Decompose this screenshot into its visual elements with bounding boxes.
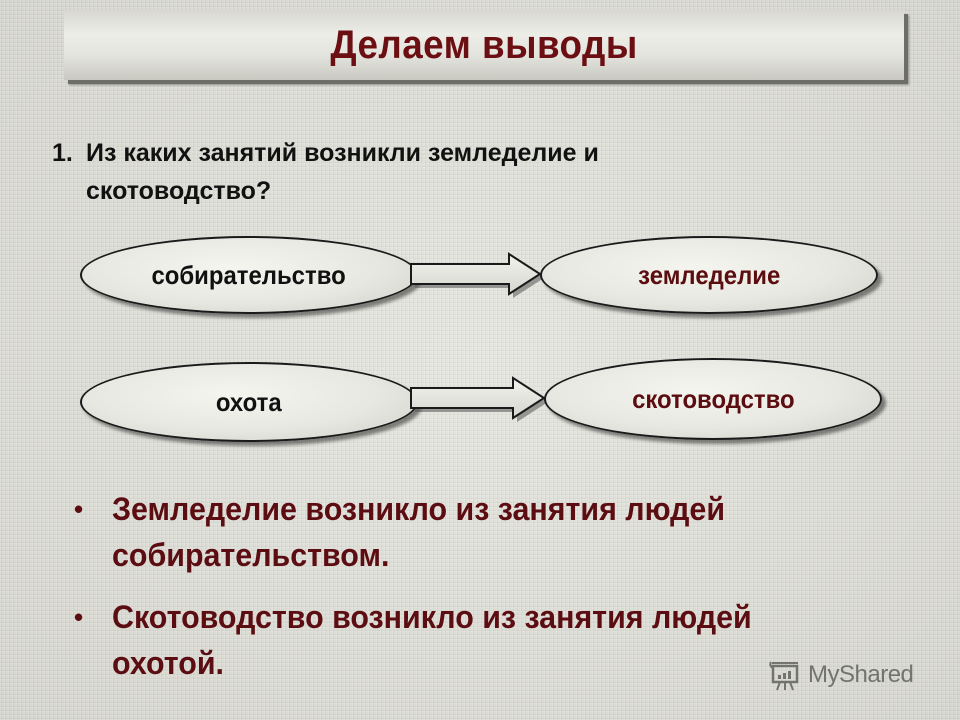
oval-hunting-label: охота [216, 386, 282, 417]
oval-cattle-breeding-label: скотоводство [631, 383, 795, 414]
conclusion-item: • Скотоводство возникло из занятия людей… [72, 594, 932, 686]
title-banner: Делаем выводы [64, 10, 904, 80]
bullet-icon: • [74, 494, 84, 524]
presentation-board-icon [769, 661, 799, 691]
conclusion-line-1: Скотоводство возникло из занятия людей [112, 599, 752, 635]
oval-hunting: охота [80, 362, 418, 442]
arrow-right-icon [410, 376, 548, 422]
oval-gathering: собирательство [80, 236, 418, 314]
oval-agriculture-label: земледелие [637, 259, 781, 290]
arrow-right-icon [410, 252, 544, 298]
oval-agriculture: земледелие [540, 236, 878, 314]
oval-cattle-breeding: скотоводство [544, 358, 882, 440]
bullet-icon: • [74, 602, 84, 632]
oval-gathering-label: собирательство [151, 259, 347, 290]
conclusion-line-2: собирательством. [112, 537, 390, 573]
question-line-2: скотоводство? [86, 177, 272, 205]
question-line-1: Из каких занятий возникли земледелие и [86, 139, 599, 167]
question-number: 1. [52, 139, 73, 167]
conclusion-item: • Земледелие возникло из занятия людей с… [72, 486, 932, 578]
watermark-text: MyShared [808, 661, 914, 688]
watermark: MyShared [768, 656, 914, 694]
slide-title: Делаем выводы [330, 22, 638, 67]
conclusion-line-1: Земледелие возникло из занятия людей [112, 491, 726, 527]
question: 1. Из каких занятий возникли земледелие и… [52, 134, 772, 210]
conclusions-list: • Земледелие возникло из занятия людей с… [72, 486, 932, 702]
conclusion-line-2: охотой. [112, 645, 224, 681]
